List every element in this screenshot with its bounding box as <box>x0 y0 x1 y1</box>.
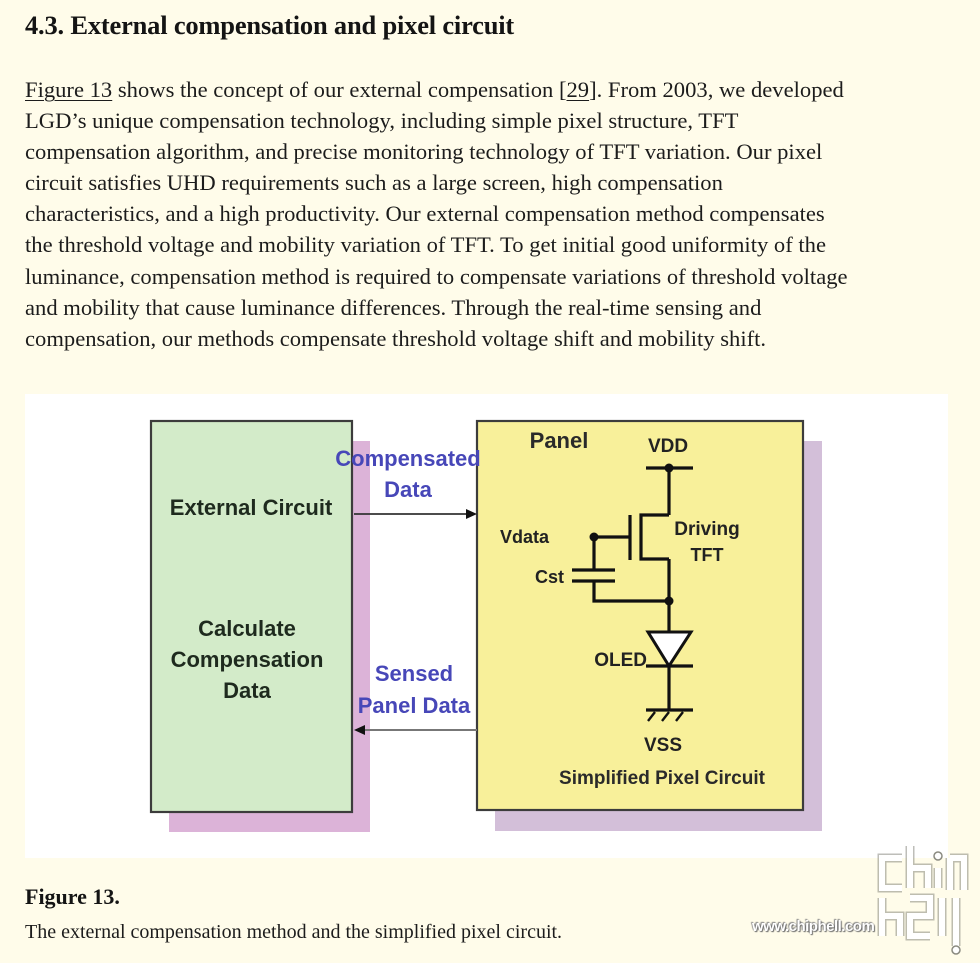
compensated-label: Compensated <box>335 446 480 471</box>
data-label: Data <box>223 678 271 703</box>
panel-data-label: Panel Data <box>358 693 471 718</box>
compensated-data-arrowhead <box>466 509 477 519</box>
chiphell-logo-icon <box>877 846 969 955</box>
tft-label: TFT <box>691 545 724 565</box>
figure-13-link[interactable]: Figure 13 <box>25 77 113 102</box>
paragraph-line: LGD’s unique compensation technology, in… <box>25 108 739 134</box>
source-node-dot <box>664 596 674 606</box>
gate-node-dot <box>589 532 599 542</box>
compensated-data-label: Data <box>384 477 432 502</box>
paragraph-line: and mobility that cause luminance differ… <box>25 294 762 320</box>
calculate-label: Calculate <box>198 616 296 641</box>
panel-box <box>475 419 805 812</box>
ground-hatch <box>675 711 684 722</box>
text-run: ]. From 2003, we developed <box>589 77 844 102</box>
figure-13-diagram: External Circuit Calculate Compensation … <box>25 394 948 858</box>
compensation-label: Compensation <box>171 647 324 672</box>
section-title: 4.3. External compensation and pixel cir… <box>25 10 515 40</box>
watermark-site-text: www.chiphell.com <box>752 918 875 935</box>
panel-title: Panel <box>530 428 589 453</box>
tft-channel <box>639 513 669 561</box>
vdd-label: VDD <box>648 436 688 457</box>
simplified-pixel-circuit-label: Simplified Pixel Circuit <box>559 768 766 789</box>
oled-label: OLED <box>594 650 647 671</box>
paragraph-line: compensation, our methods compensate thr… <box>25 325 767 351</box>
paragraph-line: circuit satisfies UHD requirements such … <box>25 170 723 196</box>
cst-wire-bottom <box>592 581 669 603</box>
sensed-data-arrowhead <box>354 725 365 735</box>
driving-label: Driving <box>674 519 739 540</box>
figure-label: Figure 13. <box>25 884 120 909</box>
vss-label: VSS <box>644 735 682 756</box>
external-circuit-title: External Circuit <box>170 495 333 520</box>
paragraph-line: the threshold voltage and mobility varia… <box>25 232 826 258</box>
body-paragraph: Figure 13 shows the concept of our exter… <box>25 74 960 354</box>
sensed-label: Sensed <box>375 661 453 686</box>
ground-hatch <box>647 711 656 722</box>
reference-29-link[interactable]: 29 <box>566 77 590 102</box>
oled-diode-icon <box>645 630 694 669</box>
paragraph-line: characteristics, and a high productivity… <box>25 201 825 227</box>
diagram-svg: External Circuit Calculate Compensation … <box>149 419 822 832</box>
vdd-node-dot <box>664 463 674 473</box>
figure-caption: The external compensation method and the… <box>25 921 563 943</box>
paragraph-line: compensation algorithm, and precise moni… <box>25 139 823 165</box>
paragraph-line: luminance, compensation method is requir… <box>25 263 848 289</box>
vdata-label: Vdata <box>500 527 550 547</box>
paragraph-line: Figure 13 shows the concept of our exter… <box>25 74 960 105</box>
text-run: shows the concept of our external compen… <box>112 77 567 102</box>
external-circuit-box <box>149 419 354 814</box>
ground-hatch <box>661 711 670 722</box>
cst-label: Cst <box>535 567 564 587</box>
chiphell-watermark: www.chiphell.com <box>752 846 974 958</box>
